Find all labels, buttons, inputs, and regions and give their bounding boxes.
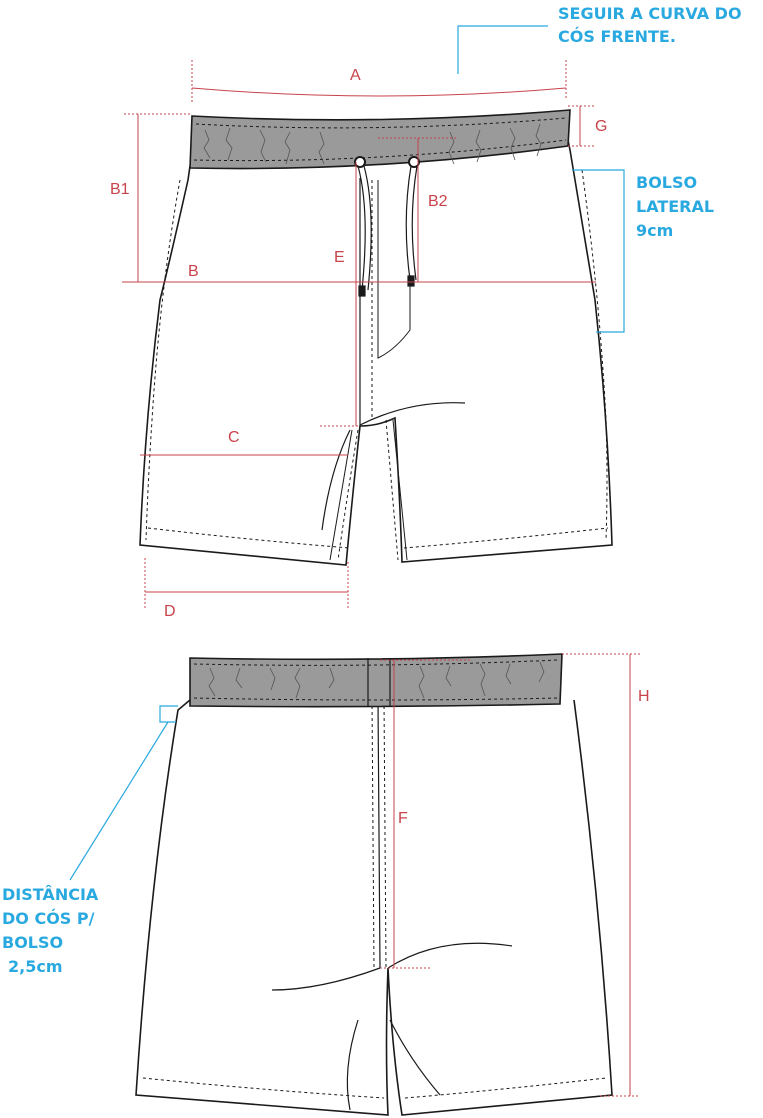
label-g: G xyxy=(595,118,607,135)
label-c: C xyxy=(228,429,240,446)
note-side-pocket-line3: 9cm xyxy=(636,221,673,240)
note-side-pocket-line2: LATERAL xyxy=(636,197,714,216)
front-view xyxy=(139,139,613,566)
drawcords xyxy=(357,165,418,297)
label-d: D xyxy=(164,603,176,620)
back-view xyxy=(135,699,613,1116)
note-lines xyxy=(69,25,625,881)
back-shorts-outline xyxy=(135,699,613,1116)
notes: SEGUIR A CURVA DO CÓS FRENTE. BOLSO LATE… xyxy=(2,4,742,976)
front-shorts-outline xyxy=(139,139,613,566)
label-a: A xyxy=(350,67,361,84)
label-e: E xyxy=(334,249,345,266)
measurement-labels: A G B1 B2 E B C D H F xyxy=(110,67,650,827)
note-side-pocket-line1: BOLSO xyxy=(636,173,697,192)
note-back-pocket-line2: DO CÓS P/ xyxy=(2,909,95,928)
label-f: F xyxy=(398,810,408,827)
label-h: H xyxy=(638,688,650,705)
label-b2: B2 xyxy=(428,193,448,210)
back-waistband xyxy=(189,653,563,708)
label-b1: B1 xyxy=(110,181,130,198)
note-back-pocket-line4: 2,5cm xyxy=(8,957,63,976)
note-waist-curve-line1: SEGUIR A CURVA DO xyxy=(558,4,742,23)
measurement-lines xyxy=(122,60,640,1097)
note-back-pocket-line1: DISTÂNCIA xyxy=(2,885,99,904)
note-back-pocket-line3: BOLSO xyxy=(2,933,63,952)
note-waist-curve-line2: CÓS FRENTE. xyxy=(558,27,676,46)
label-b: B xyxy=(188,263,199,280)
